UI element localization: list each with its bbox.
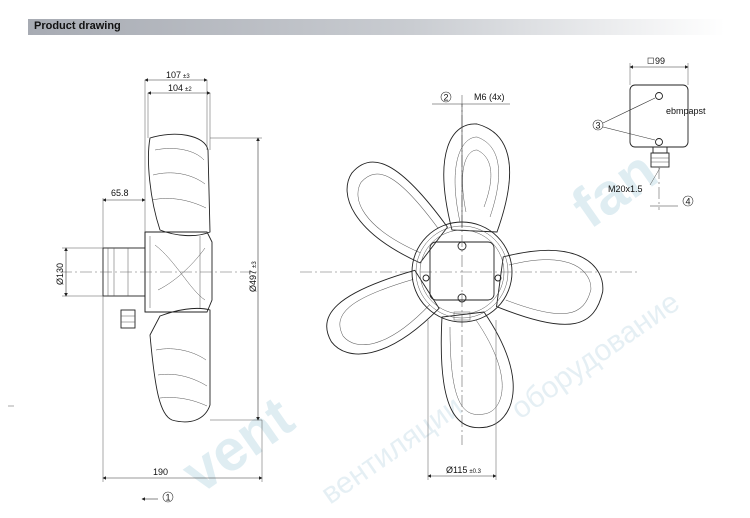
dim-107: 107±3 [166, 70, 190, 80]
svg-text:vent: vent [170, 384, 305, 506]
callout-2: 2 [444, 93, 449, 103]
side-blade-bottom [149, 307, 211, 423]
svg-text:вентиляции: вентиляции [315, 390, 468, 511]
thread-label: M6 (4x) [474, 92, 505, 102]
dim-104: 104±2 [168, 83, 192, 93]
dim-497: Ø497±3 [248, 261, 258, 292]
dim-130: Ø130 [55, 263, 65, 285]
dim-190: 190 [153, 467, 168, 477]
terminal-box-body [629, 84, 689, 148]
callout-1: 1 [166, 493, 171, 503]
svg-text:оборудование: оборудование [505, 285, 686, 425]
header-bar: Product drawing [28, 19, 725, 35]
dim-115: Ø115±0.3 [446, 465, 482, 475]
side-blade-top [148, 133, 211, 237]
callout-3: 3 [596, 121, 601, 131]
side-view: 107±3 104±2 65.8 Ø130 Ø497±3 190 1 [8, 70, 263, 503]
page-title: Product drawing [34, 20, 121, 32]
terminal-box: ebmpapst 99 3 M20x1.5 4 [592, 56, 706, 210]
front-view: 2 M6 (4x) Ø115±0.3 [300, 91, 640, 480]
dim-99: 99 [655, 56, 665, 66]
fan-blades [326, 123, 604, 429]
dim-65-8: 65.8 [111, 188, 129, 198]
gland-label: M20x1.5 [608, 184, 643, 194]
callout-4: 4 [686, 197, 691, 207]
terminal-brand: ebmpapst [666, 106, 706, 116]
